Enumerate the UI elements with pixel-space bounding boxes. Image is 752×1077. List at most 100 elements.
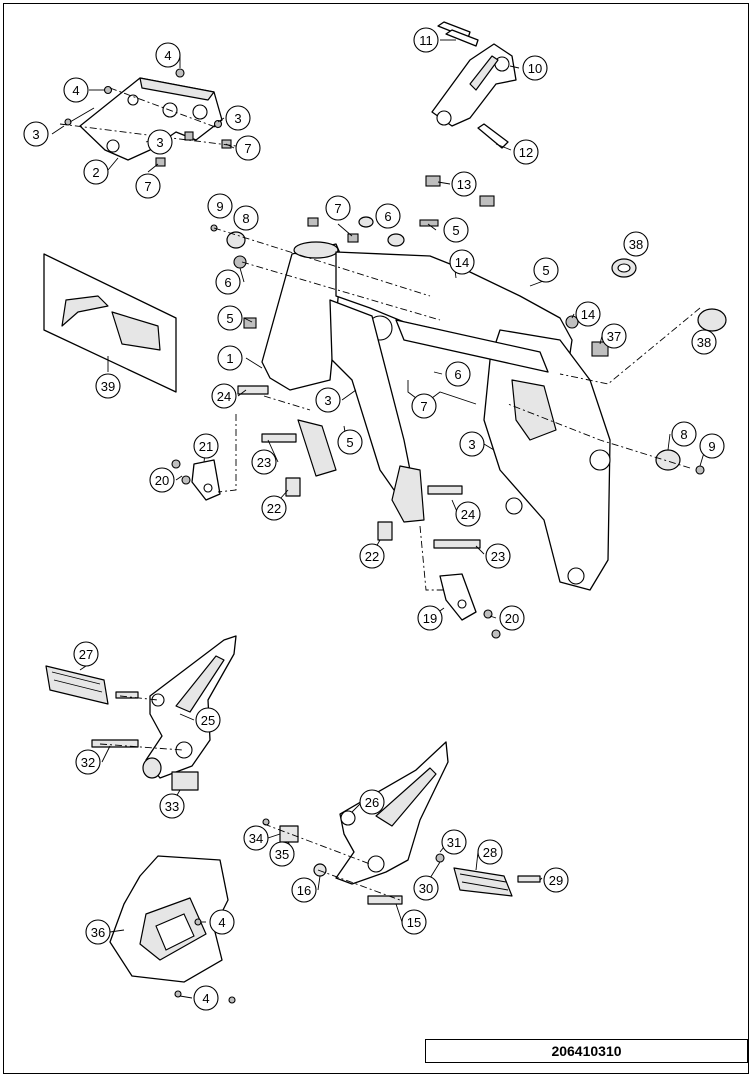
callout-circle: [159, 793, 185, 819]
callout-part-4: 4: [63, 77, 89, 103]
drawing-code: 206410310: [425, 1039, 748, 1063]
callout-part-31: 31: [441, 829, 467, 855]
callout-number: 5: [346, 435, 353, 450]
callout-number: 11: [419, 33, 433, 48]
callout-circle: [251, 449, 277, 475]
callout-circle: [85, 919, 111, 945]
callout-circle: [261, 495, 287, 521]
callout-part-4: 4: [155, 42, 181, 68]
callout-part-3: 3: [459, 431, 485, 457]
callout-circle: [601, 323, 627, 349]
footrest-brackets: [171, 459, 501, 639]
callout-number: 4: [72, 83, 79, 98]
callout-part-14: 14: [449, 249, 475, 275]
callout-part-8: 8: [233, 205, 259, 231]
callout-circle: [217, 305, 243, 331]
callout-number: 3: [234, 111, 241, 126]
callout-number: 38: [629, 237, 643, 252]
callout-circle: [459, 431, 485, 457]
right-footrest-assembly: [262, 741, 541, 905]
callout-circle: [499, 605, 525, 631]
callout-circle: [413, 875, 439, 901]
callout-part-2: 2: [83, 159, 109, 185]
callout-circle: [23, 121, 49, 147]
drawing-frame: [3, 3, 749, 1074]
callout-circle: [63, 77, 89, 103]
callout-circle: [207, 193, 233, 219]
callout-circle: [83, 159, 109, 185]
callout-part-3: 3: [315, 387, 341, 413]
callout-part-7: 7: [135, 173, 161, 199]
callout-number: 22: [365, 549, 379, 564]
callout-circle: [193, 433, 219, 459]
callout-part-36: 36: [85, 919, 111, 945]
callout-part-16: 16: [291, 877, 317, 903]
callout-part-33: 33: [159, 793, 185, 819]
callout-number: 32: [81, 755, 95, 770]
callout-part-39: 39: [95, 373, 121, 399]
callout-number: 31: [447, 835, 461, 850]
callout-part-26: 26: [359, 789, 385, 815]
callout-number: 25: [201, 713, 215, 728]
callout-part-8: 8: [671, 421, 697, 447]
callout-circle: [671, 421, 697, 447]
callout-part-23: 23: [485, 543, 511, 569]
callout-number: 6: [454, 367, 461, 382]
callout-number: 13: [457, 177, 471, 192]
callout-number: 29: [549, 873, 563, 888]
callout-part-11: 11: [413, 27, 439, 53]
callout-circle: [337, 429, 363, 455]
callout-number: 20: [505, 611, 519, 626]
callout-circle: [543, 867, 569, 893]
callout-number: 19: [423, 611, 437, 626]
callout-part-29: 29: [543, 867, 569, 893]
callout-number: 3: [156, 135, 163, 150]
callout-circle: [533, 257, 559, 283]
callout-circle: [477, 839, 503, 865]
callout-part-3: 3: [225, 105, 251, 131]
callout-circle: [225, 105, 251, 131]
callout-part-24: 24: [211, 383, 237, 409]
callout-part-3: 3: [147, 129, 173, 155]
callout-number: 4: [202, 991, 209, 1006]
callout-part-5: 5: [443, 217, 469, 243]
callout-number: 12: [519, 145, 533, 160]
callout-part-6: 6: [445, 361, 471, 387]
callout-number: 1: [226, 351, 233, 366]
callout-number: 26: [365, 795, 379, 810]
callout-part-5: 5: [217, 305, 243, 331]
callout-part-9: 9: [699, 433, 725, 459]
callout-circle: [443, 217, 469, 243]
callout-circle: [269, 841, 295, 867]
upper-bracket: [59, 68, 237, 167]
callout-part-7: 7: [325, 195, 351, 221]
callout-part-15: 15: [401, 909, 427, 935]
callout-number: 35: [275, 847, 289, 862]
callout-part-27: 27: [73, 641, 99, 667]
callout-circle: [73, 641, 99, 667]
callout-number: 33: [165, 799, 179, 814]
callout-number: 16: [297, 883, 311, 898]
callout-number: 30: [419, 881, 433, 896]
callout-part-5: 5: [337, 429, 363, 455]
callout-circle: [513, 139, 539, 165]
small-hardware: [210, 175, 727, 475]
callout-part-32: 32: [75, 749, 101, 775]
callout-circle: [455, 501, 481, 527]
callout-number: 24: [461, 507, 475, 522]
callout-circle: [215, 269, 241, 295]
callout-number: 38: [697, 335, 711, 350]
callout-part-7: 7: [411, 393, 437, 419]
callout-number: 28: [483, 845, 497, 860]
main-frame: [261, 241, 611, 591]
callout-part-30: 30: [413, 875, 439, 901]
callout-number: 7: [144, 179, 151, 194]
callout-number: 9: [216, 199, 223, 214]
callout-number: 39: [101, 379, 115, 394]
callout-number: 23: [257, 455, 271, 470]
side-cover-panel: [43, 253, 177, 393]
callout-circle: [449, 249, 475, 275]
callout-circle: [699, 433, 725, 459]
callout-part-19: 19: [417, 605, 443, 631]
